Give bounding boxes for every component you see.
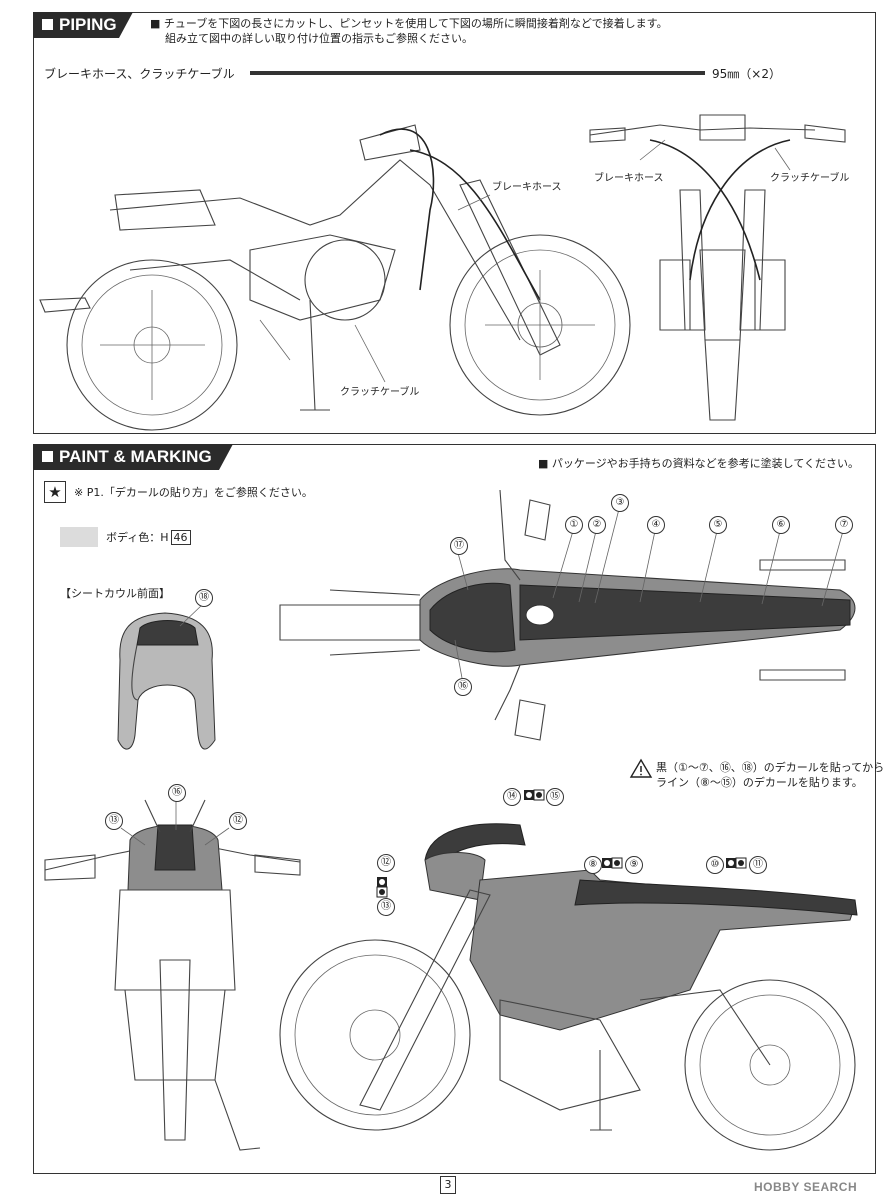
side-clutch-label: クラッチケーブル	[340, 387, 420, 398]
warning-line1: 黒（①〜⑦、⑯、⑱）のデカールを貼ってから	[656, 761, 885, 774]
body-color-swatch	[60, 527, 98, 547]
piping-frame	[33, 12, 876, 434]
page-number: 3	[440, 1176, 456, 1194]
seat-cowl-label: 【シートカウル前面】	[60, 587, 170, 600]
decal-number-6: ⑥	[772, 516, 790, 534]
star-icon: ★	[44, 481, 66, 503]
paint-note: ■ パッケージやお手持ちの資料などを参考に塗装してください。	[538, 456, 859, 471]
piping-note-line2: 組み立て図中の詳しい取り付け位置の指示もご参照ください。	[165, 32, 473, 45]
paint-header: PAINT & MARKING	[33, 444, 233, 470]
side-view-bike	[39, 124, 631, 431]
side-view-marking	[279, 823, 858, 1151]
decal-number-2: ②	[588, 516, 606, 534]
front-view-marking	[44, 799, 301, 1151]
decal-number-11: ⑪	[749, 856, 767, 874]
square-bullet-icon: ■	[538, 457, 552, 470]
piping-illustrations	[39, 114, 846, 431]
piping-note: ■ チューブを下図の長さにカットし、ピンセットを使用して下図の場所に瞬間接着剤な…	[150, 16, 668, 46]
warning-icon	[629, 758, 653, 778]
decal-number-7: ⑦	[835, 516, 853, 534]
hose-length-bar	[250, 71, 705, 75]
decal-number-14: ⑭	[503, 788, 521, 806]
decal-swatches	[376, 789, 747, 898]
side-brake-label: ブレーキホース	[492, 182, 562, 193]
decal-number-9: ⑨	[625, 856, 643, 874]
square-bullet-icon	[42, 19, 53, 30]
decal-number-18: ⑱	[195, 589, 213, 607]
decal-number-1: ①	[565, 516, 583, 534]
decal-number-17: ⑰	[450, 537, 468, 555]
leader-lines	[120, 508, 844, 846]
square-bullet-icon	[42, 451, 53, 462]
warning-note: 黒（①〜⑦、⑯、⑱）のデカールを貼ってから ライン（⑧〜⑮）のデカールを貼ります…	[656, 760, 884, 790]
paint-header-text: PAINT & MARKING	[59, 447, 212, 466]
decal-number-5: ⑤	[709, 516, 727, 534]
front-view-bike	[589, 114, 846, 421]
body-color-text: ボディ色：H	[106, 531, 169, 544]
front-brake-label: ブレーキホース	[594, 173, 664, 184]
piping-header: PIPING	[33, 12, 133, 38]
decal-number-13-side: ⑬	[377, 898, 395, 916]
front-clutch-label: クラッチケーブル	[770, 173, 850, 184]
watermark: HOBBY SEARCH	[754, 1180, 858, 1194]
hose-length: 95㎜（×2）	[712, 67, 781, 81]
decal-number-15: ⑮	[546, 788, 564, 806]
top-view-bike	[279, 489, 856, 741]
piping-header-text: PIPING	[59, 15, 117, 34]
decal-reference-note: ※ P1.「デカールの貼り方」をご参照ください。	[74, 486, 313, 499]
seat-cowl-front	[117, 612, 216, 750]
paint-note-text: パッケージやお手持ちの資料などを参考に塗装してください。	[551, 457, 860, 470]
piping-note-line1: チューブを下図の長さにカットし、ピンセットを使用して下図の場所に瞬間接着剤などで…	[163, 17, 668, 30]
decal-number-12-front: ⑫	[229, 812, 247, 830]
hose-label: ブレーキホース、クラッチケーブル	[44, 67, 235, 81]
decal-number-8: ⑧	[584, 856, 602, 874]
decal-number-12-side: ⑫	[377, 854, 395, 872]
decal-number-10: ⑩	[706, 856, 724, 874]
paint-frame	[33, 444, 876, 1174]
body-color-code: 46	[170, 530, 191, 545]
decal-number-16-front: ⑯	[168, 784, 186, 802]
square-bullet-icon: ■	[150, 17, 164, 30]
decal-number-3: ③	[611, 494, 629, 512]
decal-number-13-front: ⑬	[105, 812, 123, 830]
warning-line2: ライン（⑧〜⑮）のデカールを貼ります。	[656, 776, 863, 789]
decal-number-4: ④	[647, 516, 665, 534]
decal-number-16-top: ⑯	[454, 678, 472, 696]
